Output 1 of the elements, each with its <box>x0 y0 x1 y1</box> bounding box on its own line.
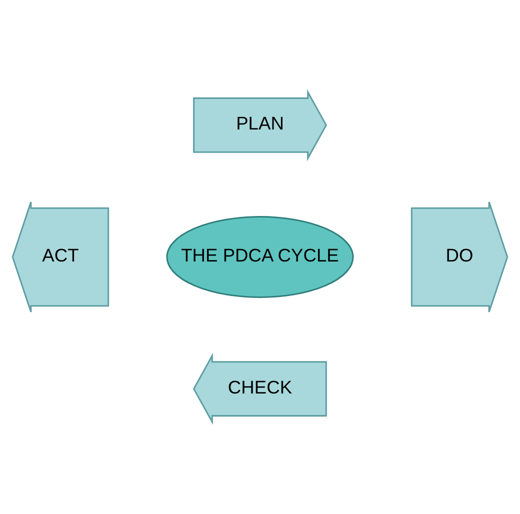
node-ellipse: THE PDCA CYCLE <box>166 216 354 298</box>
